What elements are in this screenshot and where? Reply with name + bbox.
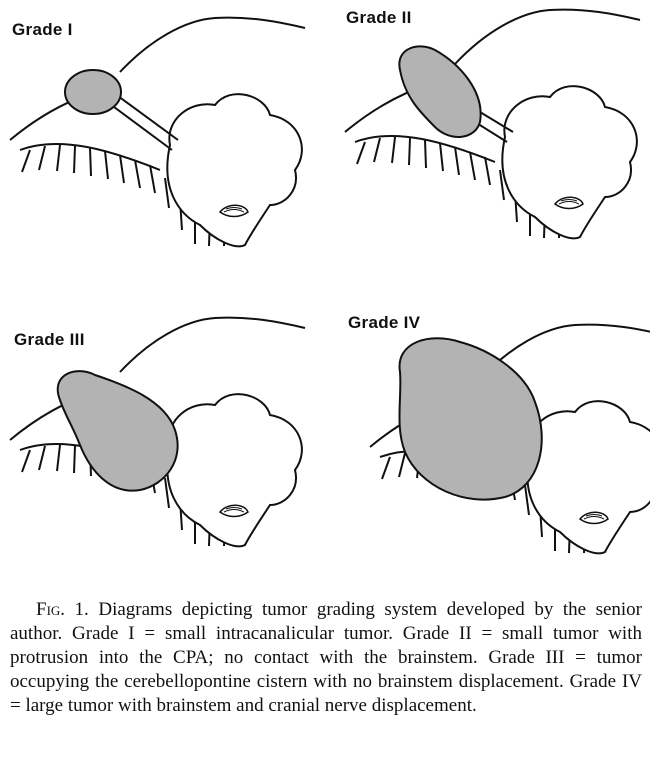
tumor-grade-1 <box>64 69 122 115</box>
caption-text: Diagrams depicting tumor grading system … <box>10 599 643 716</box>
panel-grade-2 <box>344 8 641 240</box>
panel-label-grade-3: Grade III <box>14 330 85 349</box>
panel-grade-4 <box>369 323 650 555</box>
figure-label: Fig. 1. <box>36 599 89 620</box>
tumor-grade-3 <box>56 370 179 492</box>
tumor-grade-2 <box>398 45 482 139</box>
panel-label-grade-2: Grade II <box>346 8 412 27</box>
panel-grade-3 <box>9 316 306 548</box>
panel-label-grade-1: Grade I <box>12 20 73 39</box>
panel-grade-1 <box>9 16 306 248</box>
tumor-grading-diagrams <box>9 8 650 555</box>
panel-label-grade-4: Grade IV <box>348 313 421 332</box>
tumor-grade-4 <box>398 337 543 501</box>
figure-caption: Fig. 1. Diagrams depicting tumor grading… <box>10 598 642 718</box>
